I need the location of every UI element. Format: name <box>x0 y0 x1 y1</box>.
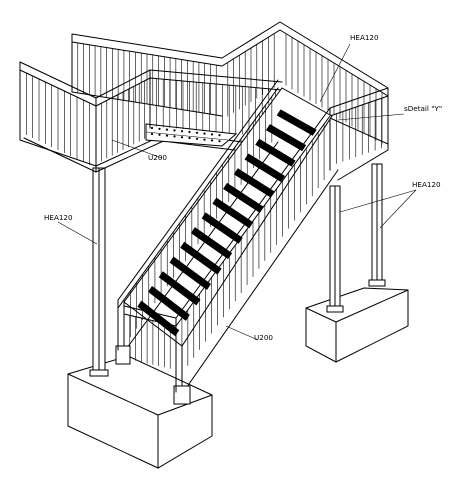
label-detail-y: sDetail "Y" <box>404 104 442 113</box>
stair-tread <box>169 256 211 290</box>
stair-tread <box>276 109 317 136</box>
bolt-hole <box>158 133 161 136</box>
right-railing <box>329 87 389 171</box>
bolt-hole <box>165 134 169 137</box>
stair-tread <box>201 212 243 244</box>
bolt-hole <box>173 135 176 138</box>
label-hea120-top: HEA120 <box>350 33 379 42</box>
right-column <box>368 163 386 287</box>
bolt-hole <box>150 126 154 130</box>
bolt-hole <box>218 134 221 137</box>
left-railing <box>19 61 283 167</box>
bolt-holes <box>150 126 221 143</box>
stair-tread <box>233 168 275 198</box>
stair-tread <box>180 241 222 275</box>
bolt-hole <box>218 140 221 143</box>
stair-tread <box>148 285 190 321</box>
stair-tread <box>244 153 285 182</box>
stair-tread <box>190 227 233 260</box>
bolt-hole <box>210 133 214 136</box>
back-railing <box>71 21 389 145</box>
right-foundation <box>305 287 409 363</box>
leader-lines <box>57 43 417 341</box>
label-u200-top: U200 <box>148 153 167 162</box>
bolt-hole <box>203 132 206 135</box>
bolt-hole <box>165 128 169 131</box>
landing-platform <box>19 89 389 181</box>
bolt-hole <box>173 129 176 132</box>
stair-tread <box>158 271 201 306</box>
bolt-hole <box>180 130 184 133</box>
bolt-hole <box>195 137 199 140</box>
label-hea120-right: HEA120 <box>412 180 441 189</box>
stair-tread <box>255 138 296 167</box>
bolt-hole <box>188 136 191 140</box>
bolt-hole <box>180 136 184 139</box>
bolt-hole <box>210 139 214 142</box>
stair-tread <box>223 182 264 213</box>
middle-column <box>326 185 344 313</box>
label-u200-bottom: U200 <box>254 333 273 342</box>
bolt-hole <box>150 132 154 136</box>
stair-railings <box>117 79 331 393</box>
bolt-hole <box>195 131 199 134</box>
bolt-hole <box>188 130 191 134</box>
bolt-hole <box>203 138 206 141</box>
stair-tread <box>137 300 180 337</box>
stair-flight <box>115 87 339 405</box>
label-hea120-left: HEA120 <box>44 213 73 222</box>
bolt-hole <box>158 127 161 130</box>
left-column <box>89 167 109 377</box>
stair-tread <box>265 124 307 152</box>
